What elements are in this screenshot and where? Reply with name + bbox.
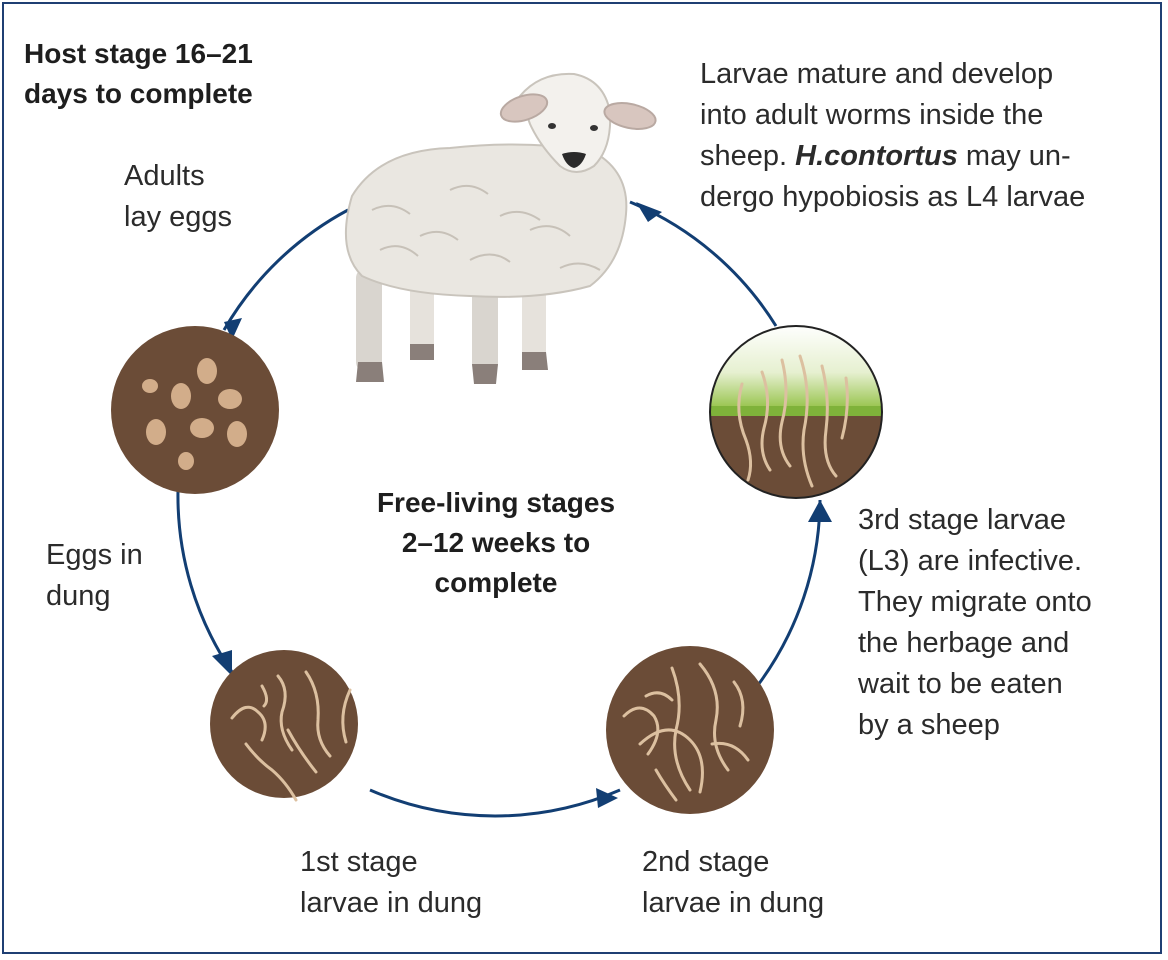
arrowhead-sheep [636, 202, 662, 222]
host-stage-line-1: Host stage 16–21 [24, 38, 253, 69]
l3-line-6: by a sheep [858, 709, 1000, 741]
larvae-mature-label: Larvae mature and develop into adult wor… [700, 54, 1085, 218]
free-living-line-2: 2–12 weeks to [401, 527, 591, 558]
mature-line-3: sheep. H.contortus may un- [700, 136, 1085, 177]
second-stage-larvae-icon [606, 646, 774, 814]
first-stage-larvae-label: 1st stage larvae in dung [300, 842, 482, 924]
host-stage-line-2: days to complete [24, 78, 253, 109]
species-name: H.contortus [795, 140, 958, 172]
free-living-stages-label: Free-living stages 2–12 weeks to complet… [330, 483, 662, 603]
arrow-l2-to-l3 [756, 499, 822, 686]
adults-line-1: Adults [124, 160, 205, 192]
eggs-in-dung-label: Eggs in dung [46, 535, 143, 617]
arrowhead-l3 [808, 500, 832, 522]
free-living-line-3: complete [434, 567, 558, 598]
eggs-line-1: Eggs in [46, 539, 143, 571]
arrow-l1-to-l2 [369, 788, 621, 818]
adults-lay-eggs-label: Adults lay eggs [124, 156, 232, 238]
mature-line-3-rest: may un- [957, 140, 1071, 172]
arrow-l3-to-sheep [629, 200, 778, 327]
adults-line-2: lay eggs [124, 201, 233, 233]
mature-line-2: into adult worms inside the [700, 99, 1044, 131]
arrow-eggs-to-l1 [176, 489, 234, 673]
l3-line-2: (L3) are infective. [858, 545, 1083, 577]
arrowhead-l1 [212, 650, 232, 676]
arrow-sheep-to-eggs [222, 208, 349, 331]
infective-larvae-on-herbage-icon [709, 325, 883, 499]
l1-line-1: 1st stage [300, 846, 418, 878]
eggs-line-2: dung [46, 580, 111, 612]
l2-line-1: 2nd stage [642, 846, 770, 878]
first-stage-larvae-icon [210, 650, 358, 802]
l3-line-3: They migrate onto [858, 586, 1092, 618]
eggs-in-dung-icon [111, 326, 279, 494]
free-living-line-1: Free-living stages [376, 487, 616, 518]
sheep-illustration [344, 72, 657, 384]
arrow-heads [212, 202, 832, 808]
host-stage-label: Host stage 16–21 days to complete [24, 34, 253, 114]
l1-line-2: larvae in dung [300, 887, 483, 919]
third-stage-larvae-label: 3rd stage larvae (L3) are infective. The… [858, 500, 1092, 746]
arrowhead-eggs [224, 318, 242, 340]
l3-line-5: wait to be eaten [858, 668, 1063, 700]
arrowhead-l2 [596, 788, 618, 808]
mature-line-4: dergo hypobiosis as L4 larvae [700, 181, 1086, 213]
l2-line-2: larvae in dung [642, 887, 825, 919]
l3-line-1: 3rd stage larvae [858, 504, 1066, 536]
l3-line-4: the herbage and [858, 627, 1070, 659]
second-stage-larvae-label: 2nd stage larvae in dung [642, 842, 824, 924]
mature-line-1: Larvae mature and develop [700, 58, 1054, 90]
mature-line-3-prefix: sheep. [700, 140, 796, 172]
